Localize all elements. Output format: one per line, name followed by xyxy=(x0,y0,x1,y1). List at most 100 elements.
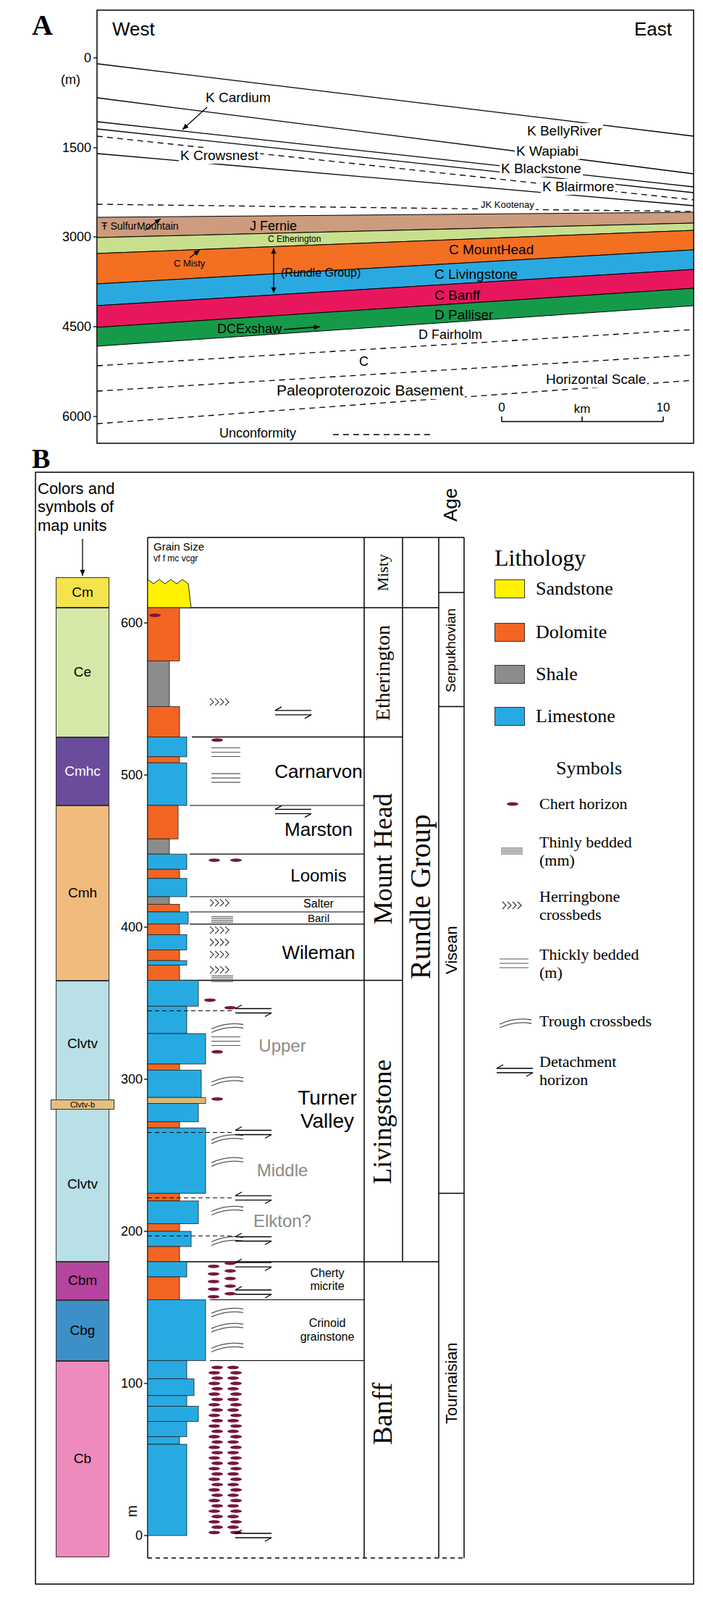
chert-symbol xyxy=(207,1279,220,1283)
legend-text: Detachment horizon xyxy=(539,1051,648,1089)
herringbone-symbol xyxy=(225,925,229,934)
herringbone-symbol xyxy=(507,901,512,909)
chert-symbol xyxy=(207,1286,220,1291)
text-label: B xyxy=(31,443,50,475)
rule-line xyxy=(363,537,365,1558)
lithology-bed xyxy=(147,1127,206,1193)
rule-line xyxy=(191,736,365,738)
depth-tick xyxy=(144,925,148,927)
chert-symbol xyxy=(208,1402,221,1406)
trough-symbol xyxy=(211,1209,244,1215)
text-label: Horizontal Scale xyxy=(544,371,648,388)
detachment-symbol xyxy=(275,709,312,711)
chert-symbol xyxy=(204,997,216,1002)
depth-tick xyxy=(144,1382,148,1383)
chert-symbol xyxy=(227,1386,239,1391)
chert-symbol xyxy=(211,1471,223,1476)
lithology-bed xyxy=(147,762,187,806)
chert-symbol xyxy=(211,1503,223,1508)
text-label: 300 xyxy=(120,1071,143,1087)
text-label: Banff xyxy=(367,1382,399,1445)
chert-symbol xyxy=(230,1487,242,1492)
chert-symbol xyxy=(211,1513,223,1518)
map-unit-box: Cbg xyxy=(55,1299,110,1361)
herringbone-symbol xyxy=(225,697,229,706)
herringbone-symbol xyxy=(220,950,224,958)
chert-symbol xyxy=(208,1497,221,1502)
text-label: Tournaisian xyxy=(441,1342,460,1425)
map-unit-box: Clvtv xyxy=(55,1106,110,1262)
text-label: Colors and symbols of map units xyxy=(37,479,140,535)
depth-tick xyxy=(144,621,148,623)
chert-symbol xyxy=(211,1439,223,1443)
chert-symbol xyxy=(208,1370,221,1375)
detachment-symbol xyxy=(235,1004,242,1009)
detachment-symbol xyxy=(275,805,282,809)
chert-symbol xyxy=(227,1492,239,1497)
rule-line xyxy=(147,1260,439,1262)
text-label: Crinoid grainstone xyxy=(294,1316,360,1344)
detachment-line xyxy=(147,1235,232,1236)
legend-text: Limestone xyxy=(535,705,616,727)
lithology-bed xyxy=(147,661,170,707)
text-label: Upper xyxy=(258,1035,306,1056)
chert-symbol xyxy=(211,1096,223,1101)
chert-symbol xyxy=(227,1524,239,1529)
chert-symbol xyxy=(227,1397,239,1401)
thin-bed-symbol xyxy=(211,978,234,980)
axis-tick xyxy=(93,325,98,327)
chert-symbol xyxy=(208,1445,221,1449)
lithology-bed xyxy=(147,1436,180,1445)
text-label: m xyxy=(123,1504,140,1517)
panel-frame xyxy=(35,472,694,1584)
chert-symbol xyxy=(208,1487,221,1492)
chert-symbol xyxy=(227,1418,239,1422)
lithology-bed xyxy=(147,1261,187,1277)
detachment-line xyxy=(147,1196,232,1198)
chert-symbol xyxy=(211,1524,223,1529)
map-unit-code: Ce xyxy=(73,663,92,680)
herringbone-symbol xyxy=(209,950,214,958)
leader-arrow xyxy=(189,249,200,258)
herringbone-symbol xyxy=(215,898,219,906)
detachment-symbol xyxy=(235,1266,272,1267)
thin-bed-symbol xyxy=(211,917,234,919)
text-label: Symbols xyxy=(556,757,622,780)
chert-symbol xyxy=(227,1471,239,1476)
herringbone-symbol xyxy=(225,965,229,974)
text-label: Misty xyxy=(373,553,392,591)
detachment-symbol xyxy=(264,1199,272,1204)
text-label: Etherington xyxy=(371,624,395,721)
herringbone-symbol xyxy=(220,965,224,974)
scale-tick xyxy=(501,416,503,422)
lithology-bed xyxy=(147,1245,180,1262)
thin-bed-symbol xyxy=(501,850,523,852)
sandstone-bed xyxy=(147,579,192,608)
chert-symbol xyxy=(230,1402,242,1406)
detachment-symbol xyxy=(275,813,312,814)
thick-bed-symbol xyxy=(211,773,241,774)
lithology-bed xyxy=(147,1230,192,1246)
rule-line xyxy=(438,537,440,1558)
text-label: C MountHead xyxy=(448,241,534,258)
map-unit-code: Clvtv xyxy=(67,1175,98,1192)
axis-tick xyxy=(93,146,98,148)
lithology-bed xyxy=(147,1103,199,1122)
chert-symbol xyxy=(230,1497,242,1502)
herringbone-symbol xyxy=(209,938,214,946)
chert-symbol xyxy=(230,1455,242,1460)
chert-symbol xyxy=(211,1397,223,1401)
chert-symbol xyxy=(224,1291,237,1296)
thick-bed-symbol xyxy=(211,781,241,783)
chert-symbol xyxy=(211,1386,223,1391)
map-unit-box: Clvtv-b xyxy=(50,1099,115,1110)
thick-bed-symbol xyxy=(211,755,241,757)
text-label: C xyxy=(359,354,369,370)
scale-tick xyxy=(662,416,664,422)
detachment-line xyxy=(147,1009,232,1011)
detachment-symbol xyxy=(264,1134,272,1139)
lithology-bed xyxy=(147,607,180,662)
detachment-symbol xyxy=(235,1288,272,1290)
legend-text: Shale xyxy=(535,663,578,685)
legend-text: Trough crossbeds xyxy=(539,1011,685,1030)
